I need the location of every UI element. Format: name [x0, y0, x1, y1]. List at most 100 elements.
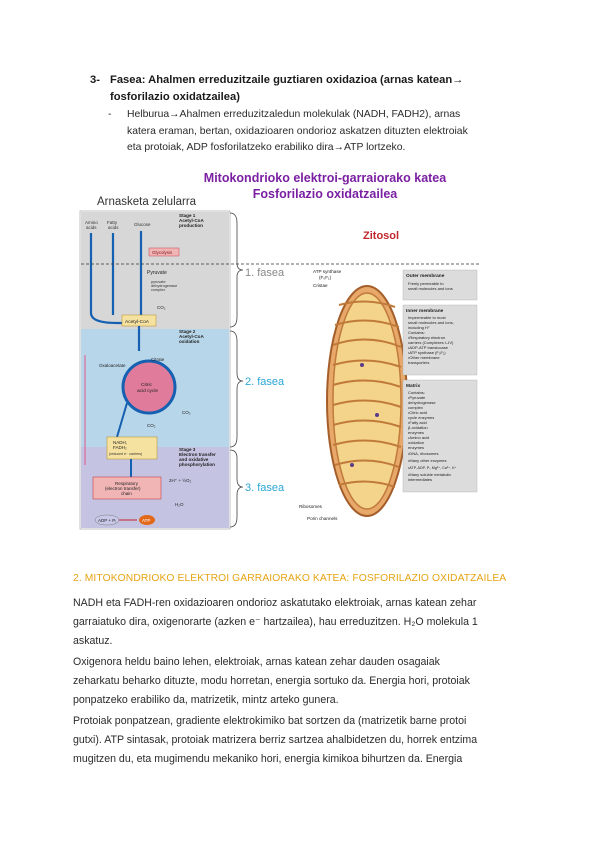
atp-label: ATP: [142, 518, 150, 523]
bullet-line: eta protoiak, ADP fosforilatzeko erabili…: [127, 142, 406, 153]
nadh-label: NADH,: [113, 440, 127, 445]
stage2-label-2: Acetyl-CoA: [179, 334, 204, 339]
paragraph-line: garraiatuko dira, oxigenorarte (azken e⁻…: [73, 616, 478, 628]
pdh-label-2: dehydrogenase: [151, 284, 177, 288]
stage2-label-3: oxidation: [179, 339, 200, 344]
mitochondrion-illustration: [326, 285, 408, 517]
acetylcoa-label: Acetyl-CoA: [125, 319, 150, 325]
stage1-band: [81, 212, 229, 329]
pyruvate-label: Pyruvate: [147, 270, 167, 276]
matrix-line: oxidation: [408, 440, 424, 445]
merge-arrow: [89, 312, 123, 325]
outer-desc-2: small molecules and ions: [408, 286, 453, 291]
respiratory-chain-box: [92, 476, 162, 500]
inner-line: Contains:: [408, 330, 425, 335]
pdh-label: pyruvate: [151, 280, 166, 284]
inner-line: including H⁺: [408, 325, 430, 330]
paragraph-1: NADH eta FADH-ren oxidazioaren ondorioz …: [73, 594, 523, 651]
matrix-line: cycle enzymes: [408, 415, 434, 420]
stage3-label: Stage 3: [179, 447, 196, 452]
paragraph-line: gutxi). ATP sintasak, protoiak matrizera…: [73, 734, 478, 746]
matrix-line: enzymes: [408, 445, 424, 450]
matrix-line: •ATP, ADP, Pᵢ, Mg²⁺, Ca²⁺, K⁺: [408, 466, 457, 470]
co2-label-2: CO₂: [182, 410, 191, 415]
h-o2-label: 2H⁺ + ½O₂: [169, 477, 192, 483]
h2o-label: H₂O: [175, 502, 184, 507]
adp-label: ADP + Pᵢ: [98, 518, 116, 523]
citric-label-2: acid cycle: [137, 388, 158, 394]
fadh-label: FADH₂: [113, 445, 127, 450]
glycolysis-label: Glycolysis: [152, 250, 173, 255]
oxaloacetate-label: Oxaloacetate: [99, 363, 126, 368]
paragraph-line: mugitzen du, eta mugimendu mekaniko hori…: [73, 753, 463, 765]
matrix-line: dehydrogenase: [408, 400, 436, 405]
paragraph-line: zeharkatu beharko dituzte, modu horretan…: [73, 675, 470, 687]
zitosol-label: Zitosol: [363, 230, 399, 242]
stage3-label-4: phosphorylation: [179, 462, 215, 467]
matrix-line: •DNA, ribosomes: [408, 451, 439, 456]
stage1-label-3: production: [179, 223, 203, 228]
outer-membrane-box: [402, 269, 478, 301]
bullet-dash: -: [108, 109, 112, 120]
matrix-line: •Pyruvate: [408, 395, 426, 400]
bullet-line: katera eraman, bertan, oxidazioaren ondo…: [127, 125, 468, 137]
cristae-label: Cristae: [313, 283, 328, 288]
stage3-label-2: Electron transfer: [179, 452, 216, 457]
inner-membrane-box: [402, 304, 478, 376]
atp-synthase-label: ATP synthase: [313, 269, 342, 274]
matrix-box: [402, 379, 478, 493]
co2-label-1: CO₂: [157, 305, 166, 310]
pdh-label-3: complex: [151, 288, 165, 292]
ribosomes-label: Ribosomes: [299, 504, 323, 509]
inner-title: Inner membrane: [406, 308, 444, 314]
matrix-line: β-oxidation: [408, 425, 428, 430]
bullet-line: Helburua→Ahalmen erreduzitzaledun moleku…: [127, 109, 461, 120]
carrier-label: (reduced e⁻ carriers): [109, 452, 142, 456]
inner-line: carriers (Complexes I–IV): [408, 340, 454, 345]
stage3-label-3: and oxidative: [179, 457, 209, 462]
heading-number: 3-: [90, 74, 100, 86]
matrix-line: •Many soluble metabolic: [408, 472, 451, 477]
paragraph-3: Protoiak ponpatzean, gradiente elektroki…: [73, 712, 523, 769]
inner-line: small molecules and ions,: [408, 320, 454, 325]
figure-title-2: Fosforilazio oxidatzailea: [253, 187, 399, 201]
stage1-label: Stage 1: [179, 213, 196, 218]
matrix-line: •Many other enzymes: [408, 458, 447, 463]
heading-line-2: fosforilazio oxidatzailea): [110, 91, 240, 103]
paragraph-line: askatuz.: [73, 635, 113, 647]
atp-synthase-sub: (F₀F₁): [319, 275, 332, 280]
outer-title: Outer membrane: [406, 273, 445, 279]
resp-label-3: chain: [121, 491, 132, 496]
inner-line: •ADP-ATP translocase: [408, 345, 449, 350]
matrix-title: Matrix: [406, 383, 420, 389]
phase1-label: 1. fasea: [245, 267, 285, 279]
matrix-line: complex: [408, 405, 423, 410]
arrow-to-nadh: [116, 402, 128, 438]
porin-label: Porin channels: [307, 516, 338, 521]
input-fatty-2: acids: [108, 225, 119, 230]
input-fatty: Fatty: [107, 220, 118, 225]
figure-title-1: Mitokondrioko elektroi-garraiorako katea: [204, 171, 447, 185]
brace-phase3: [229, 449, 244, 528]
left-diagram-title: Arnasketa zelularra: [97, 196, 197, 208]
inner-line: transporters: [408, 360, 429, 365]
resp-label: Respiratory: [115, 481, 139, 486]
resp-label-2: (electron transfer): [105, 486, 141, 491]
paragraph-line: NADH eta FADH-ren oxidazioaren ondorioz …: [73, 597, 477, 609]
inner-line: •ATP synthase (F₀F₁): [408, 350, 446, 355]
citric-cycle: [121, 359, 177, 415]
input-amino-2: acids: [86, 225, 97, 230]
glycolysis-box: [148, 247, 180, 257]
matrix-line: •Fatty acid: [408, 420, 427, 425]
section-title: 2. MITOKONDRIOKO ELEKTROI GARRAIORAKO KA…: [73, 573, 507, 584]
input-glucose: Glucose: [134, 222, 151, 227]
co2-label-3: CO₂: [147, 423, 156, 428]
mitochondria-figure: Mitokondrioko elektroi-garraiorako katea…: [79, 171, 481, 530]
citric-label: Citric: [141, 382, 153, 388]
paragraph-line: Protoiak ponpatzean, gradiente elektroki…: [73, 715, 467, 727]
phase2-label: 2. fasea: [245, 376, 285, 388]
brace-phase1: [229, 212, 244, 328]
inner-line: •Respiratory electron: [408, 335, 445, 340]
paragraph-2: Oxigenora heldu baino lehen, elektroiak,…: [73, 653, 523, 710]
matrix-line: intermediates: [408, 477, 432, 482]
